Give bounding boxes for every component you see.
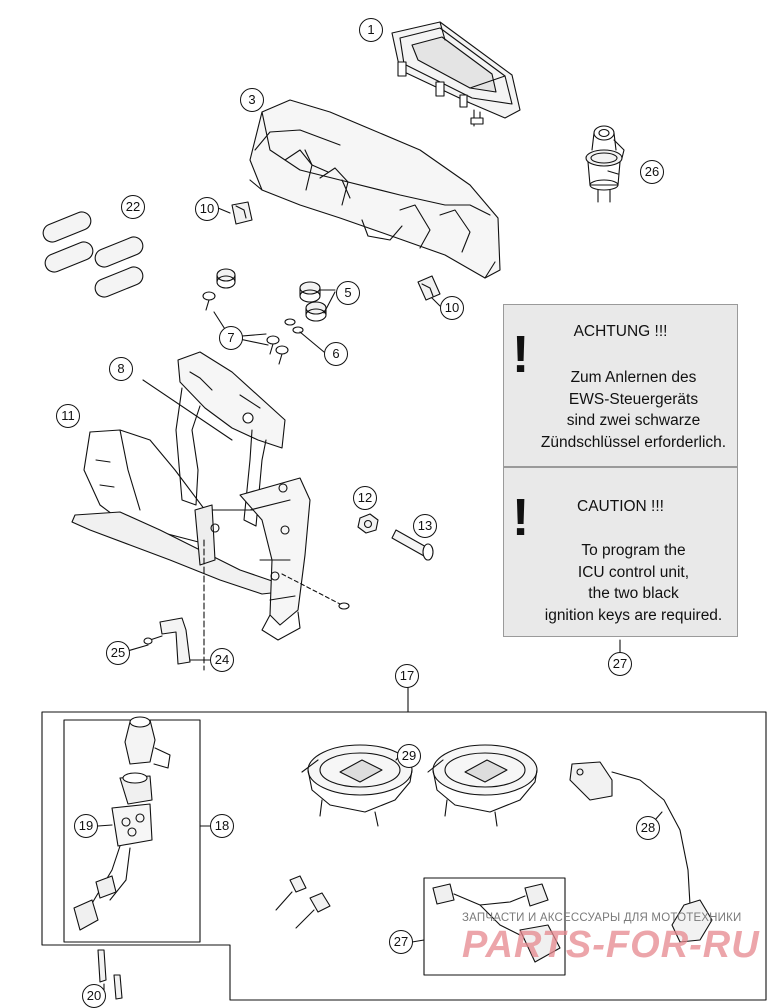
notice-line: EWS-Steuergeräts bbox=[568, 390, 699, 408]
notice-line: Zündschlüssel erforderlich. bbox=[540, 433, 727, 451]
callout-8: 8 bbox=[109, 357, 133, 381]
callout-18: 18 bbox=[210, 814, 234, 838]
callout-27-harness: 27 bbox=[389, 930, 413, 954]
notice-line: the two black bbox=[588, 585, 679, 602]
callout-27-notice: 27 bbox=[608, 652, 632, 676]
lock-ring-part-left bbox=[301, 744, 413, 827]
callout-11: 11 bbox=[56, 404, 80, 428]
callout-17: 17 bbox=[395, 664, 419, 688]
watermark-caption: ЗАПЧАСТИ И АКСЕССУАРЫ ДЛЯ МОТОТЕХНИКИ bbox=[462, 912, 742, 924]
nut-part bbox=[357, 513, 379, 534]
power-socket-part bbox=[585, 125, 625, 203]
callout-22: 22 bbox=[121, 195, 145, 219]
callout-29: 29 bbox=[397, 744, 421, 768]
instrument-cluster-part bbox=[391, 21, 521, 127]
grommet-part bbox=[216, 268, 327, 322]
screws-and-washers-part bbox=[202, 291, 304, 365]
lock-ring-part-right bbox=[427, 744, 538, 827]
black-keys-part bbox=[275, 875, 331, 929]
transponder-frame bbox=[423, 877, 566, 976]
callout-1: 1 bbox=[359, 18, 383, 42]
small-bracket-part bbox=[143, 617, 191, 665]
notice-title-english: CAUTION !!! bbox=[577, 498, 664, 515]
callout-28: 28 bbox=[636, 816, 660, 840]
callout-20: 20 bbox=[82, 984, 106, 1008]
watermark-logo: PARTS-FOR-RU bbox=[462, 924, 760, 966]
ignition-lock-part bbox=[73, 716, 171, 931]
notice-line: sind zwei schwarze bbox=[566, 412, 701, 429]
callout-25: 25 bbox=[106, 641, 130, 665]
bolt-part bbox=[391, 529, 434, 561]
callout-19: 19 bbox=[74, 814, 98, 838]
notice-line: Zum Anlernen des bbox=[570, 369, 697, 386]
callout-10-lower: 10 bbox=[440, 296, 464, 320]
callout-6: 6 bbox=[324, 342, 348, 366]
notice-title-german: ACHTUNG !!! bbox=[573, 323, 668, 340]
callout-12: 12 bbox=[353, 486, 377, 510]
transponder-harness-part bbox=[432, 883, 561, 963]
warning-notice-english: ! CAUTION !!! To program the ICU control… bbox=[503, 467, 738, 637]
notice-line: ICU control unit, bbox=[577, 563, 690, 581]
notice-text-english: To program the ICU control unit, the two… bbox=[534, 540, 733, 626]
callout-10-upper: 10 bbox=[195, 197, 219, 221]
notice-line: ignition keys are required. bbox=[544, 606, 723, 624]
callout-24: 24 bbox=[210, 648, 234, 672]
cockpit-cover-part bbox=[249, 99, 501, 279]
exclamation-icon: ! bbox=[512, 489, 530, 547]
exclamation-icon: ! bbox=[512, 326, 530, 384]
callout-3: 3 bbox=[240, 88, 264, 112]
callout-13: 13 bbox=[413, 514, 437, 538]
notice-line: To program the bbox=[581, 542, 686, 559]
spring-clip-part bbox=[231, 201, 441, 301]
callout-7: 7 bbox=[219, 326, 243, 350]
sensor-cable-part bbox=[569, 761, 713, 943]
rubber-sleeves-part bbox=[42, 211, 144, 298]
notice-text-german: Zum Anlernen des EWS-Steuergeräts sind z… bbox=[534, 367, 733, 453]
warning-notice-german: ! ACHTUNG !!! Zum Anlernen des EWS-Steue… bbox=[503, 304, 738, 467]
callout-5: 5 bbox=[336, 281, 360, 305]
bolt-pin-part bbox=[97, 949, 123, 1000]
mounting-bracket-part bbox=[71, 351, 311, 641]
lock-set-frame bbox=[41, 687, 767, 1001]
callout-26: 26 bbox=[640, 160, 664, 184]
